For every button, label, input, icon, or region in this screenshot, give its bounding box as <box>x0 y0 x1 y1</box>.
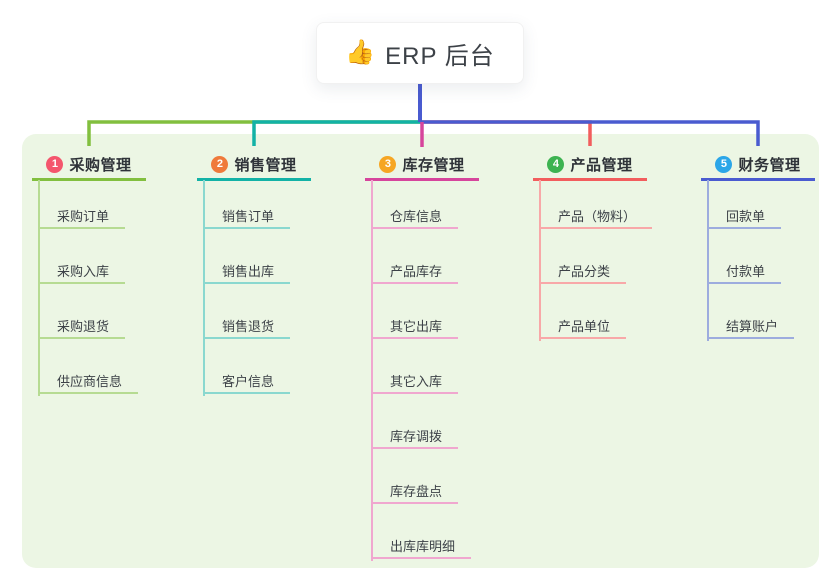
branch-node-3[interactable]: 3 库存管理 <box>365 151 479 181</box>
child-node[interactable]: 产品分类 <box>539 262 627 284</box>
child-node[interactable]: 仓库信息 <box>371 207 459 229</box>
child-node[interactable]: 销售订单 <box>203 207 291 229</box>
branch-label: 产品管理 <box>570 157 633 174</box>
branch-trunk-line <box>707 180 709 341</box>
branch-badge: 1 <box>46 156 64 173</box>
thumbs-up-icon: 👍 <box>345 39 376 66</box>
child-node[interactable]: 库存调拨 <box>371 427 459 449</box>
branch-trunk-line <box>203 180 205 396</box>
branch-trunk-line <box>38 180 40 396</box>
child-node[interactable]: 产品库存 <box>371 262 459 284</box>
child-node[interactable]: 采购订单 <box>38 207 126 229</box>
branch-node-5[interactable]: 5 财务管理 <box>701 151 815 181</box>
branch-badge: 3 <box>379 156 397 173</box>
child-node[interactable]: 其它出库 <box>371 317 459 339</box>
child-node[interactable]: 回款单 <box>707 207 782 229</box>
child-node[interactable]: 销售退货 <box>203 317 291 339</box>
child-node[interactable]: 产品（物料） <box>539 207 653 229</box>
child-node[interactable]: 库存盘点 <box>371 482 459 504</box>
child-node[interactable]: 产品单位 <box>539 317 627 339</box>
branch-node-4[interactable]: 4 产品管理 <box>533 151 647 181</box>
branch-node-1[interactable]: 1 采购管理 <box>32 151 146 181</box>
child-node[interactable]: 出库库明细 <box>371 537 472 559</box>
child-node[interactable]: 客户信息 <box>203 372 291 394</box>
branch-badge: 2 <box>211 156 229 173</box>
branch-label: 采购管理 <box>69 157 132 174</box>
branch-badge: 4 <box>547 156 565 173</box>
child-node[interactable]: 销售出库 <box>203 262 291 284</box>
branch-badge: 5 <box>715 156 733 173</box>
branch-node-2[interactable]: 2 销售管理 <box>197 151 311 181</box>
child-node[interactable]: 其它入库 <box>371 372 459 394</box>
child-node[interactable]: 供应商信息 <box>38 372 139 394</box>
child-node[interactable]: 结算账户 <box>707 317 795 339</box>
branch-label: 销售管理 <box>234 157 297 174</box>
branch-trunk-line <box>539 180 541 341</box>
child-node[interactable]: 付款单 <box>707 262 782 284</box>
child-node[interactable]: 采购入库 <box>38 262 126 284</box>
root-label: ERP 后台 <box>385 42 495 70</box>
child-node[interactable]: 采购退货 <box>38 317 126 339</box>
branch-label: 库存管理 <box>402 157 465 174</box>
mindmap-panel <box>22 134 819 568</box>
root-node[interactable]: 👍 ERP 后台 <box>316 22 524 84</box>
branch-trunk-line <box>371 180 373 561</box>
branch-label: 财务管理 <box>738 157 801 174</box>
